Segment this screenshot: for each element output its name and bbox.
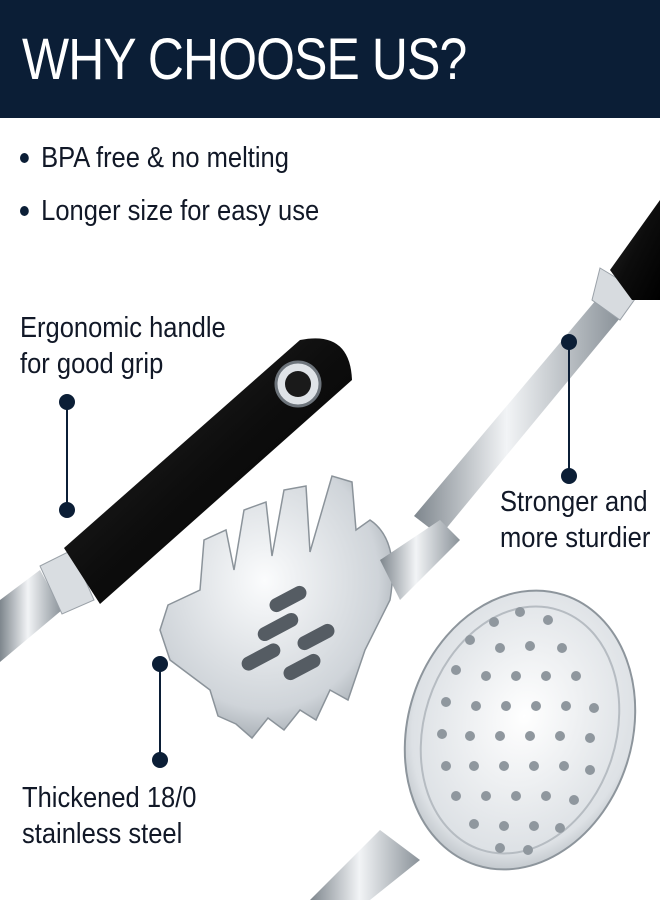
skimmer-grip — [610, 200, 660, 300]
callout-steel-line2: stainless steel — [22, 818, 183, 850]
callout-steel: Thickened 18/0 stainless steel — [22, 780, 197, 852]
callout-pointer-steel — [152, 656, 168, 768]
callout-steel-line1: Thickened 18/0 — [22, 782, 197, 814]
skimmer-holes — [437, 607, 599, 855]
callout-handle-line2: for good grip — [20, 348, 164, 380]
page-title: WHY CHOOSE US? — [22, 27, 467, 92]
callout-handle-line1: Ergonomic handle — [20, 312, 226, 344]
pasta-server-illustration — [0, 338, 460, 740]
skimmer-bowl-illustration — [310, 589, 637, 900]
callout-strength-line2: more sturdier — [500, 522, 651, 554]
skimmer-bowl — [403, 589, 637, 871]
feature-bullet-bpa: BPA free & no melting — [20, 138, 289, 178]
pasta-server-grip — [64, 338, 352, 604]
feature-bullet-length: Longer size for easy use — [20, 191, 319, 231]
bullet-text: BPA free & no melting — [41, 141, 289, 174]
pasta-server-ferrule — [39, 549, 95, 615]
pasta-server-shaft — [0, 570, 62, 662]
callout-strength-line1: Stronger and — [500, 486, 648, 518]
bullet-text: Longer size for easy use — [41, 194, 320, 227]
callout-pointer-strength — [561, 334, 577, 484]
header-banner: WHY CHOOSE US? — [0, 0, 660, 118]
bullet-dot-icon — [20, 206, 29, 216]
bullet-dot-icon — [20, 153, 29, 163]
callout-handle: Ergonomic handle for good grip — [20, 310, 226, 382]
callout-pointer-handle — [59, 394, 75, 518]
callout-strength: Stronger and more sturdier — [500, 484, 650, 556]
pasta-server-neck — [380, 520, 460, 600]
skimmer-lower-shaft — [310, 830, 420, 900]
